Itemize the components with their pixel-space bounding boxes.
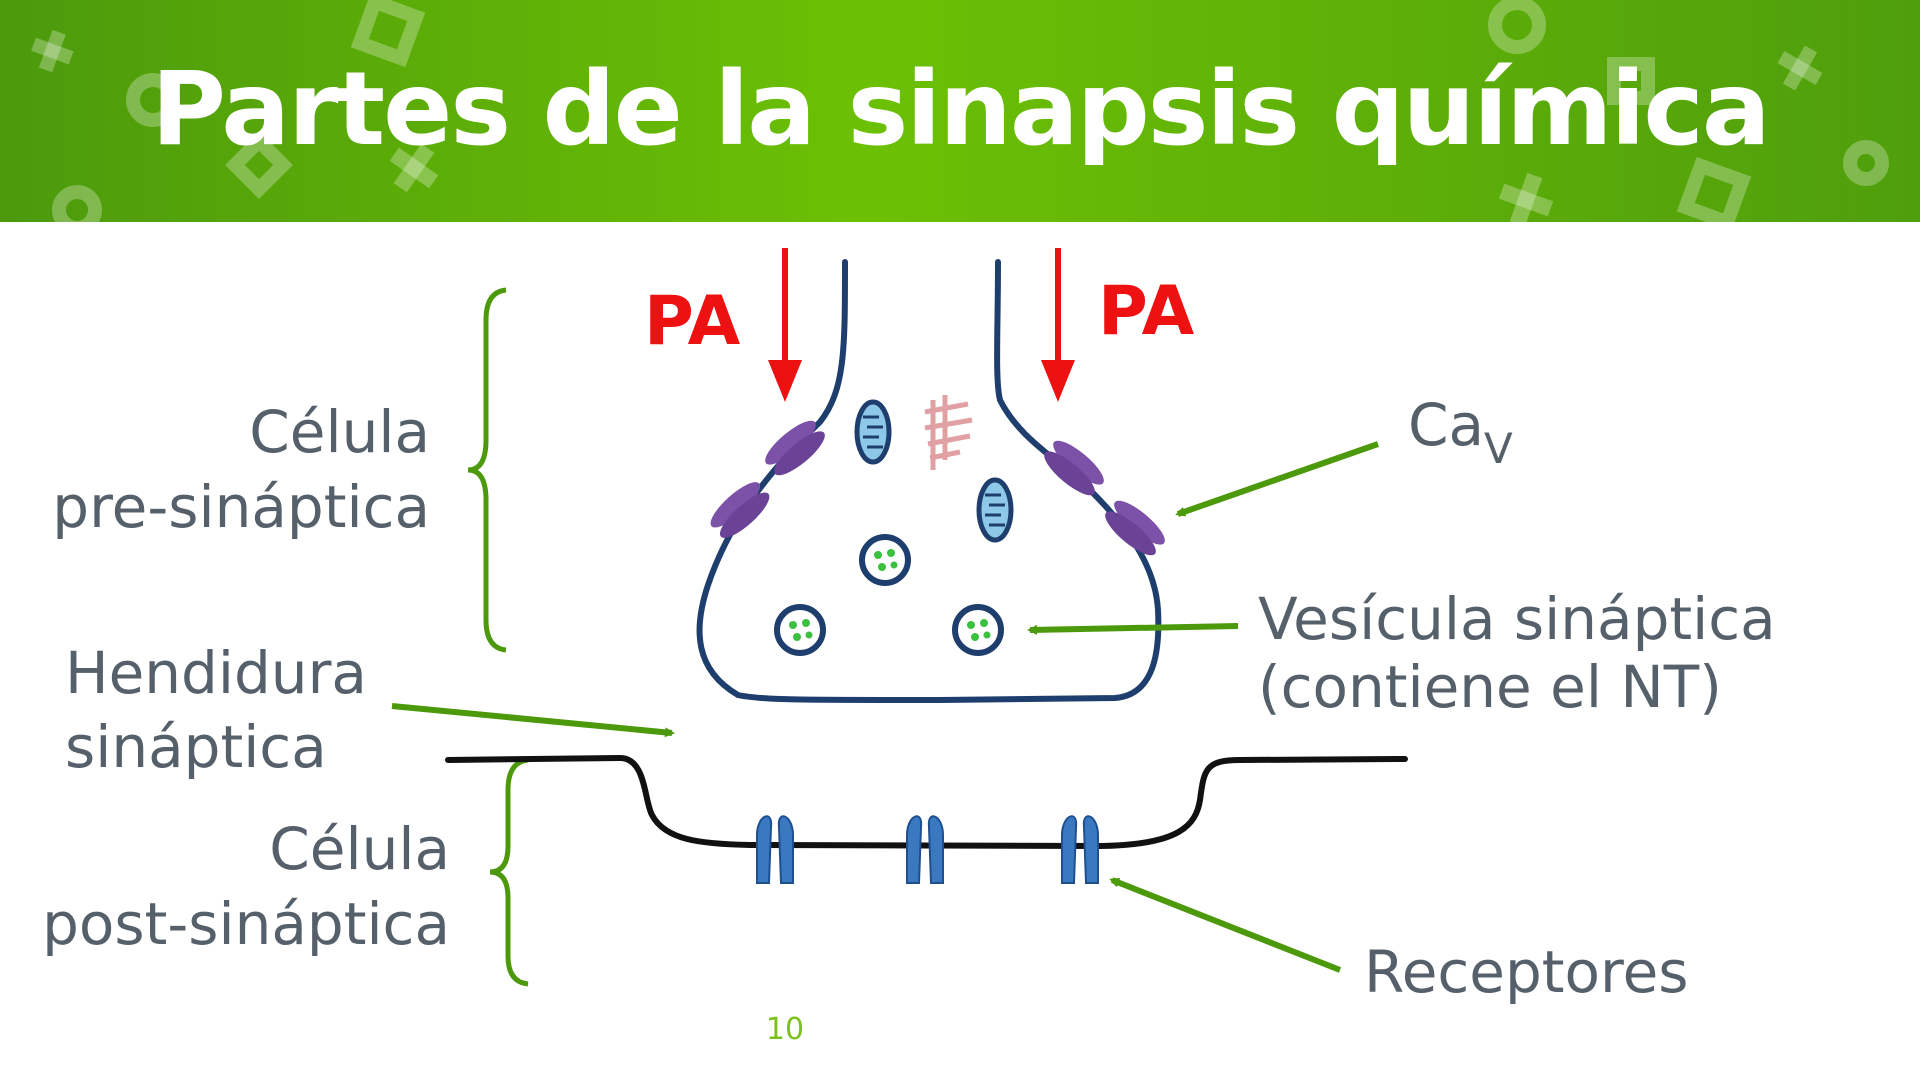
- cav-label: CaV: [1408, 388, 1513, 473]
- cleft-label-line1: Hendidura: [65, 639, 367, 707]
- synaptic-vesicle-icon: [859, 534, 911, 586]
- action-potential-arrow-left: [768, 248, 802, 402]
- header-banner: Partes de la sinapsis química: [0, 0, 1920, 222]
- cav-label-main: Ca: [1408, 391, 1485, 459]
- ring-icon: [1488, 0, 1546, 54]
- cleft-pointer-arrow: [391, 703, 675, 738]
- postsynaptic-membrane: [445, 754, 1408, 850]
- receptors-label: Receptores: [1364, 938, 1689, 1006]
- post-cell-label-line1: Célula: [269, 815, 450, 883]
- ring-icon: [52, 185, 102, 222]
- pre-cell-label-line1: Célula: [249, 398, 430, 466]
- post-cell-brace: [489, 757, 529, 987]
- ring-icon: [1843, 140, 1889, 186]
- receptor-pointer-arrow: [1109, 877, 1342, 973]
- receptor-icon: [906, 815, 944, 884]
- vesicle-label-line1: Vesícula sináptica: [1258, 585, 1776, 653]
- action-potential-label-left: PA: [644, 282, 741, 361]
- action-potential-label-right: PA: [1098, 272, 1195, 351]
- calcium-channel-icon: [1105, 500, 1165, 556]
- plus-icon: [1777, 45, 1823, 91]
- square-icon: [350, 0, 426, 68]
- reticulum-icon: [924, 395, 973, 470]
- cav-pointer-arrow: [1175, 441, 1379, 517]
- square-icon: [1676, 156, 1752, 222]
- cleft-label-line2: sináptica: [65, 713, 327, 781]
- calcium-channel-icon: [765, 420, 825, 476]
- synaptic-vesicle-icon: [774, 604, 826, 656]
- ring-icon: [126, 73, 180, 127]
- square-icon: [225, 131, 293, 199]
- slide-title: Partes de la sinapsis química: [151, 50, 1770, 169]
- vesicle-label-line2: (contiene el NT): [1258, 653, 1722, 721]
- plus-icon: [31, 29, 74, 73]
- receptor-icon: [756, 815, 794, 884]
- cav-label-subscript: V: [1484, 424, 1513, 473]
- pre-cell-brace: [467, 287, 507, 653]
- calcium-channel-icon: [1044, 440, 1104, 496]
- synaptic-vesicle-icon: [952, 604, 1004, 656]
- pre-cell-label-line2: pre-sináptica: [52, 473, 430, 541]
- page-number: 10: [765, 1012, 805, 1047]
- post-cell-label-line2: post-sináptica: [42, 890, 450, 958]
- header-decoration: [31, 0, 1889, 222]
- square-icon: [1607, 57, 1655, 105]
- plus-icon: [1498, 172, 1554, 222]
- mitochondrion-icon: [976, 477, 1014, 543]
- plus-icon: [389, 143, 439, 193]
- vesicle-pointer-arrow: [1027, 623, 1239, 635]
- action-potential-arrow-right: [1041, 248, 1075, 402]
- calcium-channel-icon: [710, 482, 770, 538]
- receptor-icon: [1061, 815, 1099, 884]
- mitochondrion-icon: [854, 399, 892, 465]
